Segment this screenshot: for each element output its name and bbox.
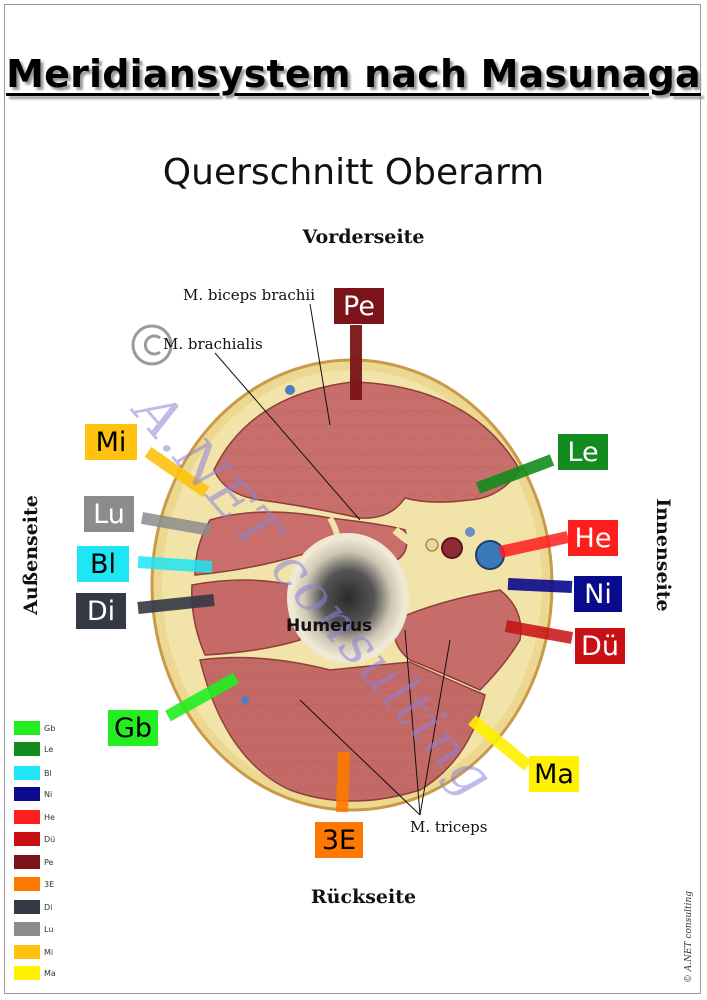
- biceps-leader: [309, 303, 331, 426]
- legend-swatch: [14, 877, 40, 891]
- page-title: Meridiansystem nach Masunaga: [6, 52, 701, 96]
- meridian-bar-lu: [140, 512, 212, 536]
- meridian-box-du: Dü: [575, 628, 625, 664]
- legend-swatch: [14, 721, 40, 735]
- vessel-2: [475, 540, 505, 570]
- legend-label: Lu: [44, 924, 54, 934]
- triceps-leader-3: [419, 639, 451, 816]
- meridian-bar-le: [475, 454, 555, 494]
- meridian-bar-di: [137, 594, 215, 614]
- legend-swatch: [14, 855, 40, 869]
- copyright-text: © A.NET consulting: [684, 890, 694, 984]
- meridian-bar-du: [504, 620, 574, 644]
- meridian-box-mi: Mi: [85, 424, 137, 460]
- legend-item: 3E: [14, 877, 54, 891]
- legend-label: Mi: [44, 947, 54, 957]
- lateral-muscle: [191, 579, 301, 656]
- legend-item: He: [14, 810, 55, 824]
- meridian-bar-bl: [137, 556, 213, 573]
- legend-label: 3E: [44, 879, 55, 889]
- vessel-4: [465, 527, 475, 537]
- legend-swatch: [14, 810, 40, 824]
- legend-swatch: [14, 900, 40, 914]
- legend-label: Gb: [44, 723, 56, 733]
- direction-bottom: Rückseite: [310, 886, 417, 908]
- legend-item: Ma: [14, 966, 56, 980]
- triceps-leader-1: [299, 699, 421, 816]
- vessel-6: [241, 696, 249, 704]
- vessel-3: [425, 538, 439, 552]
- page-subtitle: Querschnitt Oberarm: [162, 152, 545, 193]
- legend-label: Di: [44, 902, 53, 912]
- legend-label: Ni: [44, 789, 53, 799]
- legend-label: Pe: [44, 857, 54, 867]
- meridian-bar-ni: [507, 578, 573, 593]
- legend-swatch: [14, 787, 40, 801]
- legend-item: Gb: [14, 721, 55, 735]
- legend-label: Dü: [44, 834, 56, 844]
- meridian-box-ni: Ni: [574, 576, 622, 612]
- meridian-bar-gb: [165, 672, 239, 722]
- legend-item: Mi: [14, 945, 53, 959]
- legend-label: Le: [44, 744, 54, 754]
- legend-item: Lu: [14, 922, 53, 936]
- legend-item: Pe: [14, 855, 53, 869]
- legend-item: Le: [14, 742, 53, 756]
- copyright-mark-icon: [131, 324, 173, 366]
- meridian-box-bl: Bl: [77, 546, 129, 582]
- legend-swatch: [14, 966, 40, 980]
- legend-swatch: [14, 922, 40, 936]
- legend-label: Ma: [44, 968, 56, 978]
- vessel-1: [441, 537, 463, 559]
- label-biceps: M. biceps brachii: [183, 286, 316, 304]
- meridian-box-pe: Pe: [334, 288, 384, 324]
- label-triceps: M. triceps: [410, 818, 488, 836]
- meridian-box-3e: 3E: [315, 822, 363, 858]
- poster-frame: [4, 4, 701, 994]
- meridian-box-lu: Lu: [84, 496, 134, 532]
- legend-item: Dü: [14, 832, 55, 846]
- direction-top: Vorderseite: [302, 226, 425, 248]
- label-brachialis: M. brachialis: [163, 335, 263, 353]
- legend-item: Di: [14, 900, 52, 914]
- brachialis-leader: [214, 352, 361, 521]
- legend-label: Bl: [44, 768, 52, 778]
- meridian-box-di: Di: [76, 593, 126, 629]
- meridian-box-he: He: [568, 520, 618, 556]
- meridian-bar-he: [498, 531, 570, 558]
- vessel-5: [285, 385, 295, 395]
- meridian-bar-mi: [144, 447, 210, 497]
- legend-swatch: [14, 945, 40, 959]
- label-humerus: Humerus: [286, 616, 373, 636]
- meridian-box-gb: Gb: [108, 710, 158, 746]
- meridian-bar-3e: [336, 751, 350, 813]
- legend-item: Bl: [14, 766, 52, 780]
- legend-swatch: [14, 742, 40, 756]
- humerus-bone: [287, 533, 409, 663]
- legend-label: He: [44, 812, 55, 822]
- medial-muscle: [393, 589, 522, 691]
- legend-item: Ni: [14, 787, 52, 801]
- meridian-bar-ma: [468, 715, 532, 771]
- meridian-box-ma: Ma: [529, 756, 579, 792]
- legend-swatch: [14, 832, 40, 846]
- legend-swatch: [14, 766, 40, 780]
- triceps-leader-2: [404, 629, 421, 816]
- meridian-box-le: Le: [558, 434, 608, 470]
